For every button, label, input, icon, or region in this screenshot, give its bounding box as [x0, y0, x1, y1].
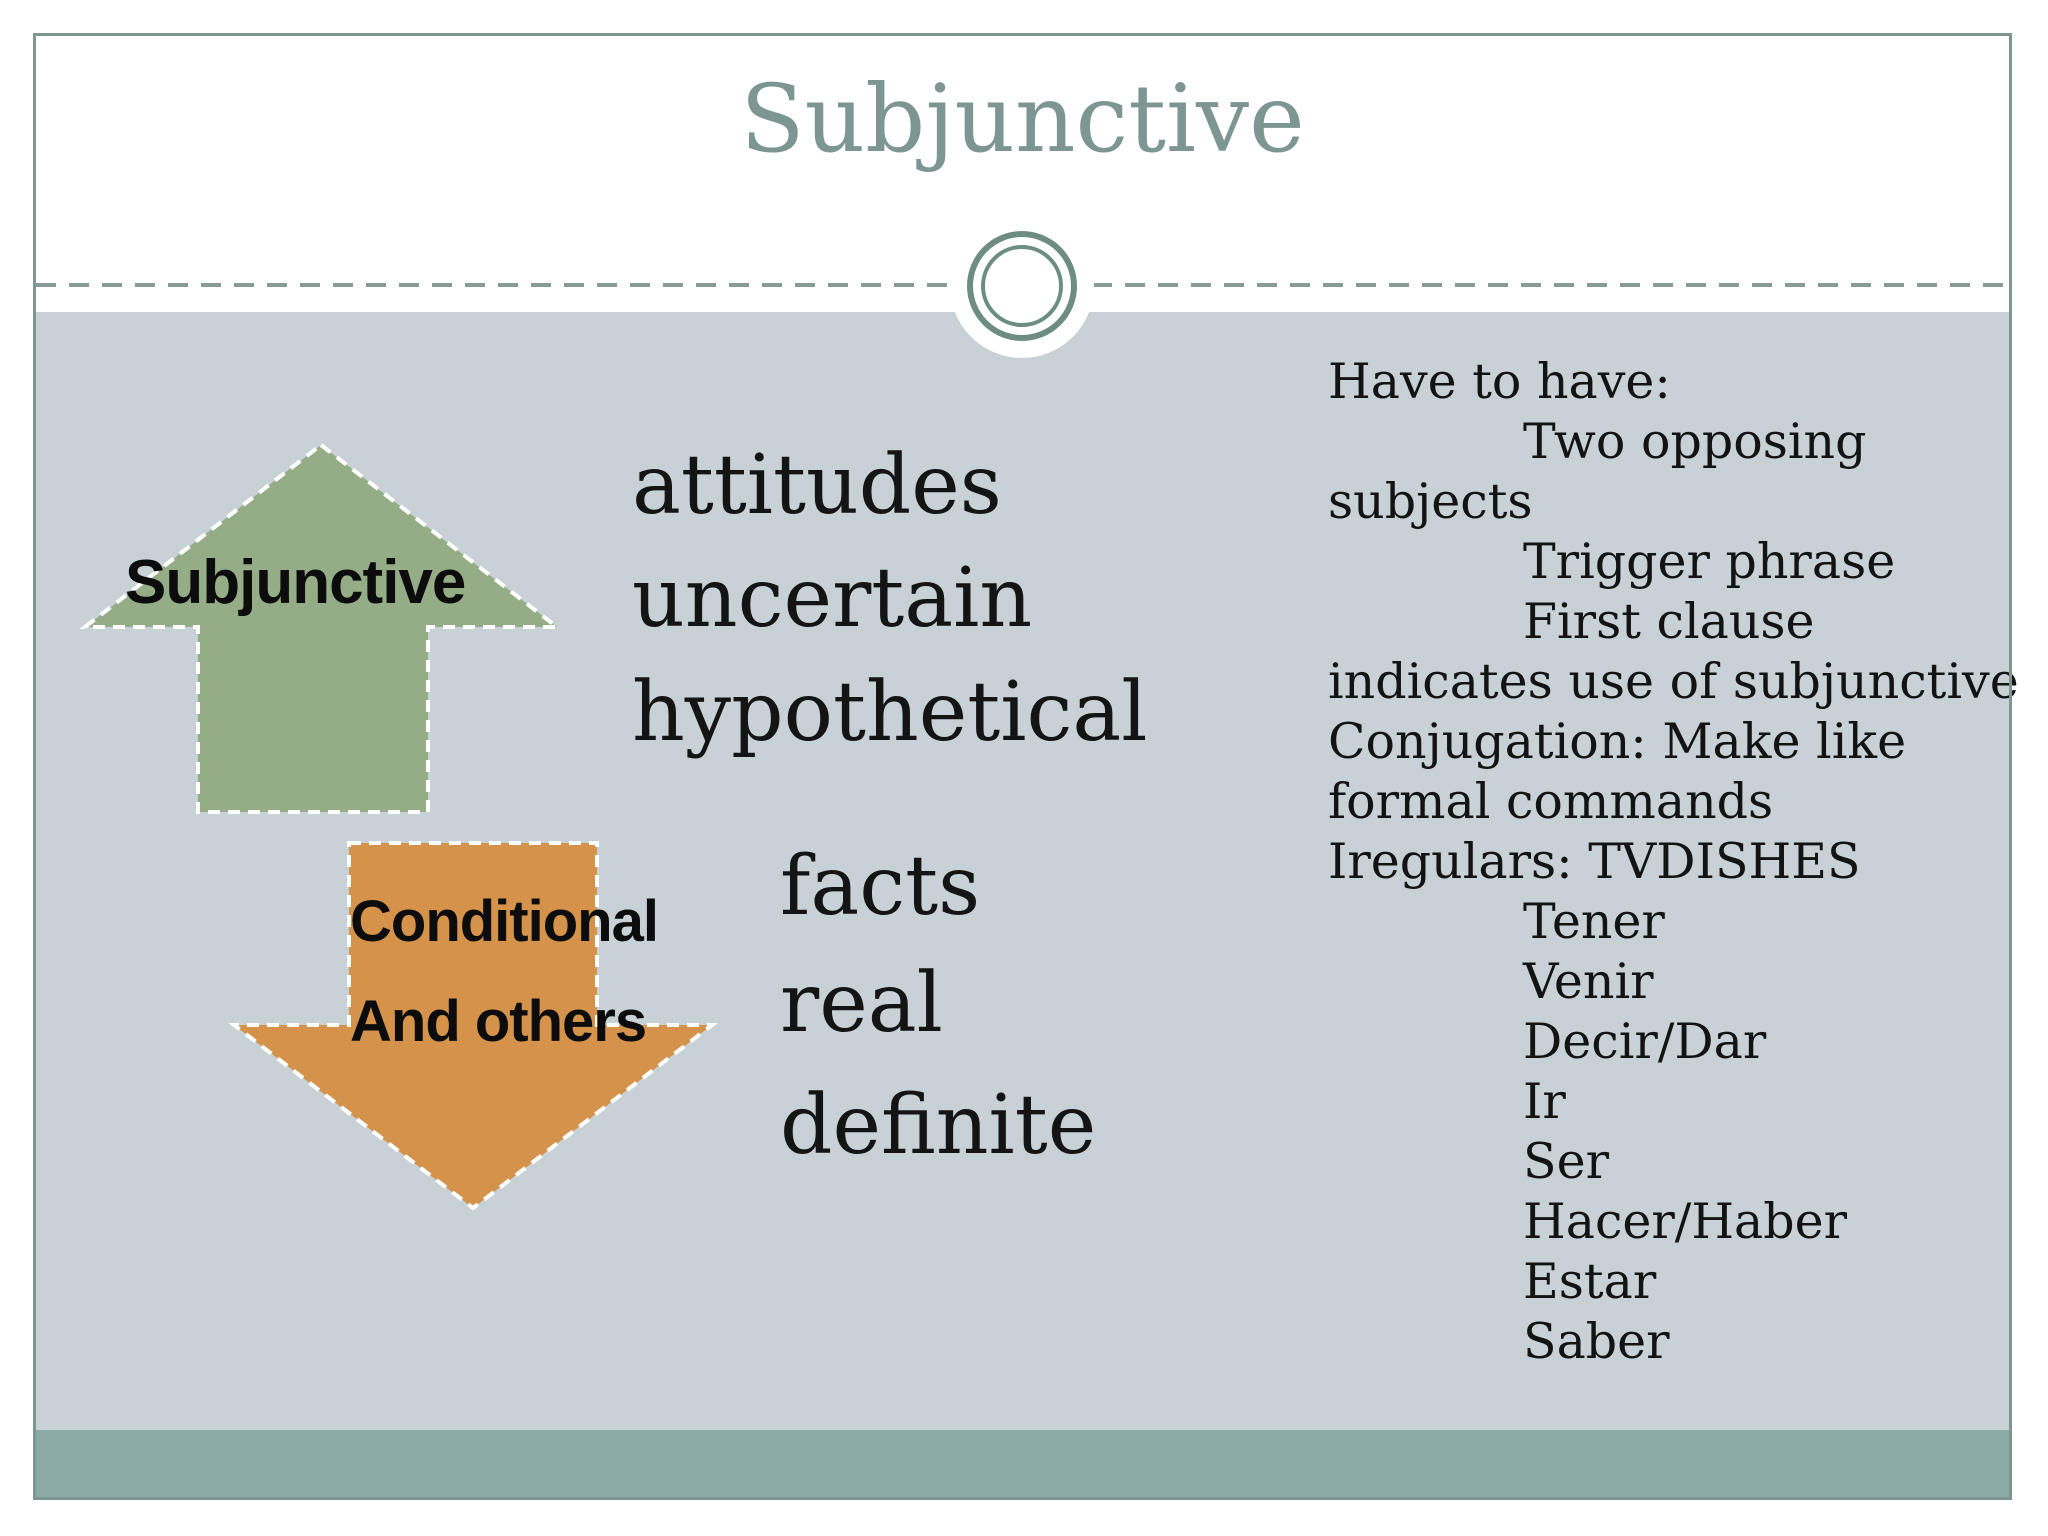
notes-line: Decir/Dar [1523, 1013, 1767, 1070]
notes-line: Saber [1523, 1313, 1670, 1370]
notes-line: subjects [1328, 473, 1533, 530]
down-arrow-label-conditional: Conditional [350, 889, 659, 954]
notes-line: First clause [1523, 593, 1815, 650]
up-arrow-label: Subjunctive [125, 548, 466, 617]
notes-line: Venir [1523, 953, 1654, 1010]
conditional-word-facts: facts [780, 839, 981, 934]
notes-line: Ir [1523, 1073, 1566, 1130]
bottom-accent-bar [36, 1430, 2009, 1498]
notes-line: Ser [1523, 1133, 1609, 1190]
down-arrow-shape [228, 841, 718, 1211]
subjunctive-word-hypothetical: hypothetical [632, 665, 1148, 760]
subjunctive-word-uncertain: uncertain [632, 551, 1033, 646]
notes-line: formal commands [1328, 773, 1774, 830]
down-arrow-icon [228, 841, 718, 1211]
notes-line: Have to have: [1328, 353, 1671, 410]
notes-line: Iregulars: TVDISHES [1328, 833, 1861, 890]
notes-line: indicates use of subjunctive [1328, 653, 2019, 710]
down-arrow-label-and-others: And others [350, 989, 647, 1054]
notes-line: Two opposing [1523, 413, 1867, 470]
subjunctive-word-attitudes: attitudes [632, 438, 1002, 533]
conditional-word-real: real [780, 956, 943, 1051]
up-arrow-shape [79, 442, 563, 814]
notes-line: Trigger phrase [1523, 533, 1896, 590]
up-arrow-icon [79, 442, 563, 814]
conditional-word-definite: definite [780, 1078, 1097, 1173]
notes-line: Hacer/Haber [1523, 1193, 1848, 1250]
notes-line: Estar [1523, 1253, 1657, 1310]
slide-title: Subjunctive [740, 65, 1305, 174]
notes-line: Tener [1523, 893, 1665, 950]
ornament-ring-inner-icon [981, 245, 1063, 327]
notes-line: Conjugation: Make like [1328, 713, 1907, 770]
notes-column: Have to have: Two opposing subjects Trig… [1328, 352, 2019, 1372]
